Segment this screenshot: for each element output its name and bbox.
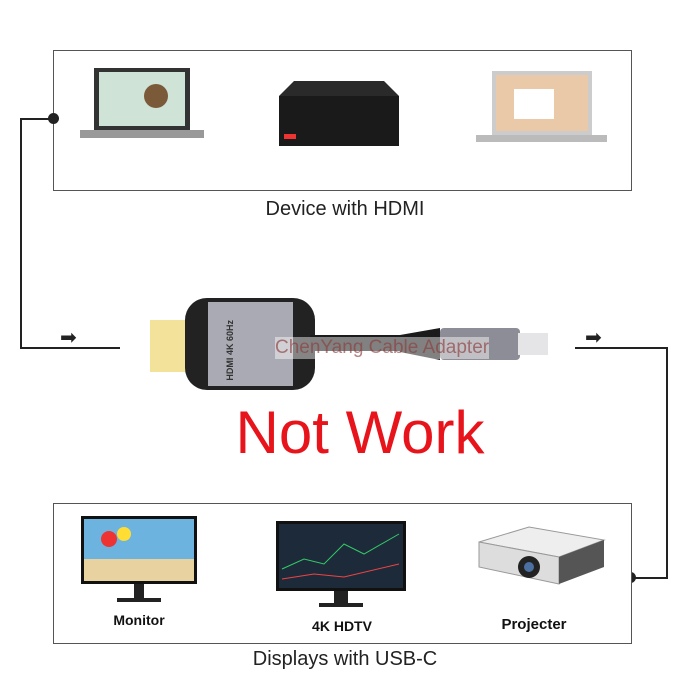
tv-icon — [276, 521, 406, 607]
projector-icon — [478, 526, 606, 585]
display-label-projecter: Projecter — [501, 616, 567, 633]
connector-line-left-bottom — [20, 347, 120, 349]
bottom-caption: Displays with USB-C — [252, 648, 438, 670]
adapter-label-hdmi: HDMI — [225, 357, 235, 381]
adapter-label-4k: 4K — [225, 343, 235, 356]
watermark: ChenYang Cable Adapter — [275, 337, 490, 359]
connector-line-right-bottom — [630, 577, 668, 579]
usbc-displays-panel: Monitor 4K HDTV Projecter — [53, 503, 632, 644]
connector-line-right — [666, 347, 668, 578]
connector-dot — [48, 113, 59, 124]
connector-line-left-top — [20, 118, 53, 120]
status-text: Not Work — [235, 399, 485, 466]
monitor-icon — [81, 516, 197, 602]
connector-line-right-top — [575, 347, 667, 349]
arrow-right-icon: ➡ — [60, 327, 77, 349]
adapter-label: HDMI 4K 60Hz — [225, 320, 235, 381]
adapter-cable-image — [150, 298, 548, 390]
connector-line-left — [20, 118, 22, 348]
top-caption: Device with HDMI — [265, 198, 425, 220]
arrow-right-icon: ➡ — [585, 327, 602, 349]
laptop-icon — [80, 68, 204, 138]
hdmi-devices-panel — [53, 50, 632, 191]
display-label-monitor: Monitor — [113, 612, 165, 628]
adapter-label-60hz: 60Hz — [225, 320, 235, 342]
macbook-icon — [476, 71, 607, 142]
display-label-4k-hdtv: 4K HDTV — [312, 618, 372, 634]
desktop-pc-icon — [279, 81, 399, 146]
